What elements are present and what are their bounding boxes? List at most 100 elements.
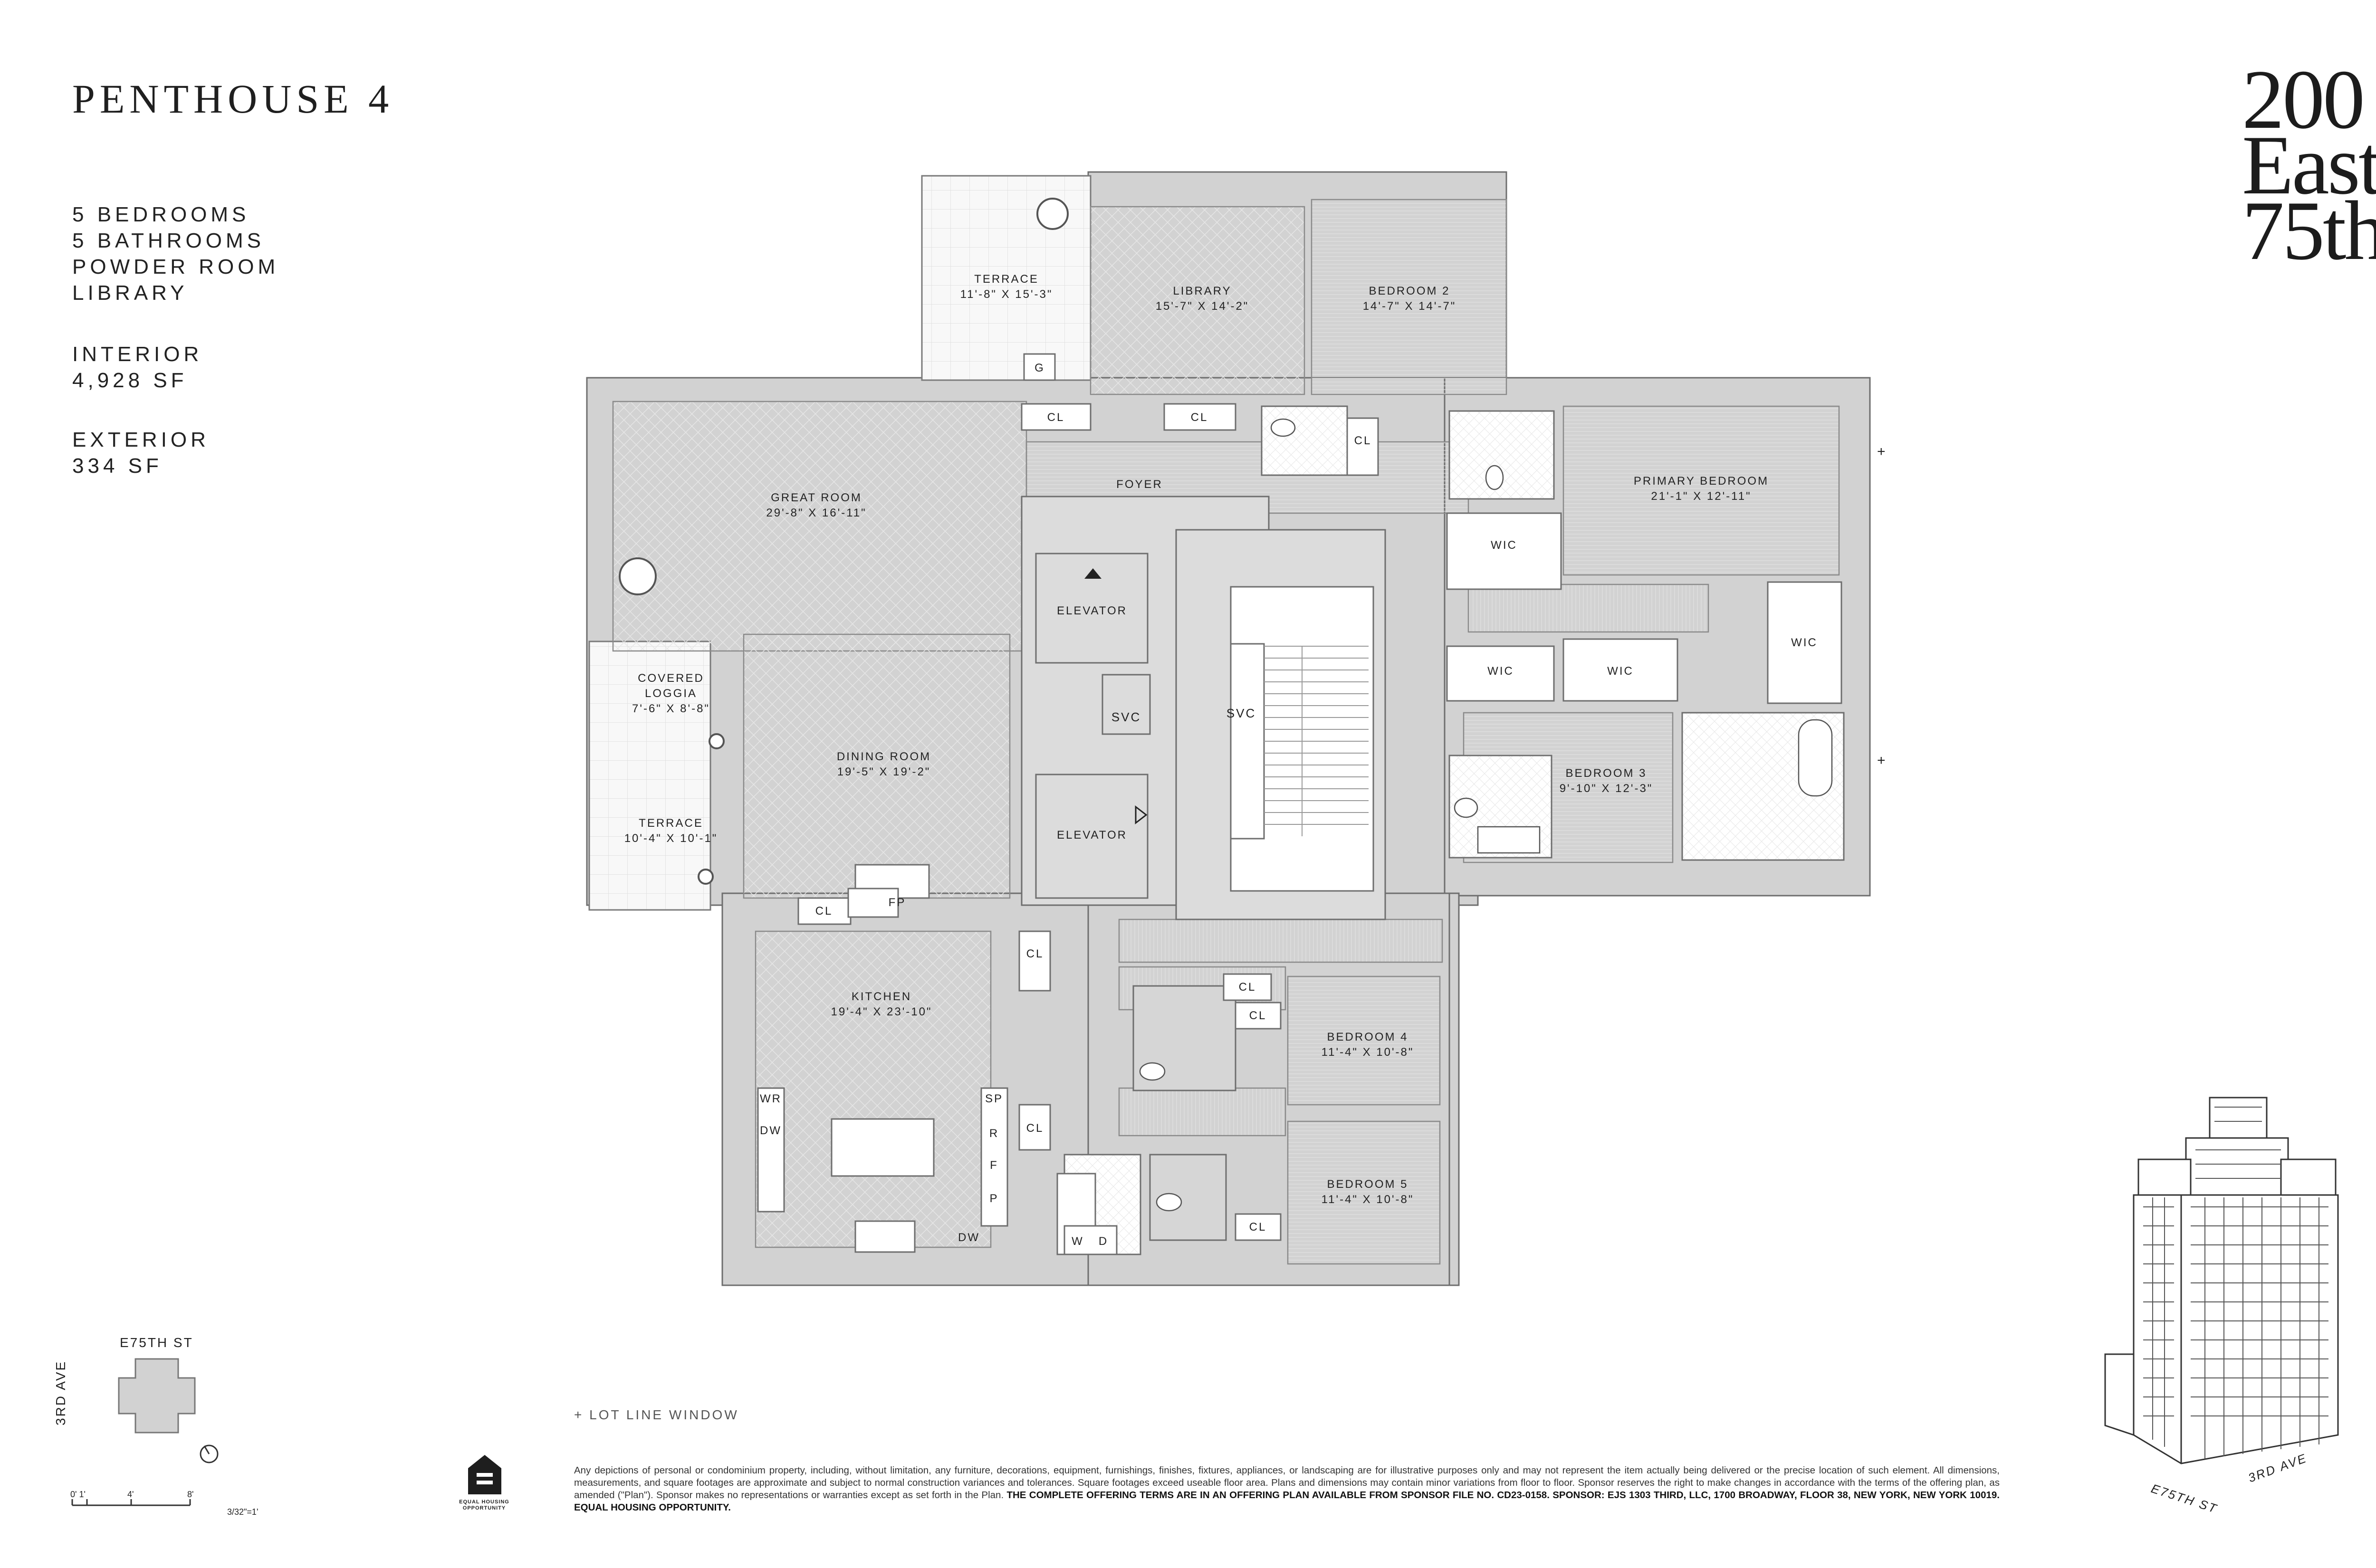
- dishwasher-2-label: DW: [958, 1231, 980, 1244]
- washer-dryer-box: [1063, 1225, 1118, 1255]
- feature-list: 5 BEDROOMS 5 BATHROOMS POWDER ROOM LIBRA…: [72, 201, 279, 306]
- covered-loggia-name-2: LOGGIA: [645, 687, 697, 700]
- terrace-left-dims: 10'-4" X 10'-1": [624, 832, 718, 845]
- refrigerator-label: R: [989, 1127, 999, 1140]
- building-core: [1021, 496, 1386, 920]
- covered-loggia-name-1: COVERED: [638, 672, 704, 685]
- page-title: PENTHOUSE 4: [72, 76, 394, 122]
- rendering-street-left: E75TH ST: [2149, 1481, 2220, 1516]
- lot-line-legend: + LOT LINE WINDOW: [574, 1407, 739, 1422]
- closet-1-label: CL: [1047, 411, 1065, 424]
- closet-8-label: CL: [1249, 1009, 1267, 1022]
- freezer-label: F: [990, 1159, 998, 1172]
- bathrooms: [1063, 405, 1845, 1255]
- closet-2-label: CL: [1191, 411, 1208, 424]
- scale-ratio: 3/32"=1': [227, 1507, 259, 1517]
- logo-line-2: East: [2242, 118, 2376, 212]
- scale-tick-0: 0' 1': [70, 1490, 86, 1499]
- interior-value: 4,928 SF: [72, 369, 188, 392]
- scale-tick-4: 4': [127, 1490, 134, 1499]
- bedroom-2-name: BEDROOM 2: [1369, 285, 1450, 297]
- kitchen-name: KITCHEN: [852, 990, 911, 1003]
- lot-line-marker-2: +: [1877, 753, 1887, 768]
- library-name: LIBRARY: [1173, 285, 1231, 297]
- elevator-1-label: ELEVATOR: [1057, 604, 1127, 617]
- bedroom-4-dims: 11'-4" X 10'-8": [1322, 1046, 1414, 1059]
- disclaimer: Any depictions of personal or condominiu…: [574, 1464, 2000, 1514]
- closet-3-label: CL: [1354, 434, 1372, 447]
- wine-refrigerator-label: WR: [760, 1092, 782, 1105]
- logo-line-1: 200: [2242, 52, 2365, 146]
- fireplace-label: FP: [889, 896, 906, 909]
- library-dims: 15'-7" X 14'-2": [1156, 300, 1249, 313]
- primary-bedroom-dims: 21'-1" X 12'-11": [1651, 490, 1751, 503]
- bedroom-3-dims: 9'-10" X 12'-3": [1560, 782, 1653, 795]
- rendering-street-right: 3RD AVE: [2246, 1451, 2309, 1485]
- fixture-labels: ELEVATOR ELEVATOR SVC SVC WIC WIC WIC WI…: [760, 362, 1818, 1248]
- bath-fixtures: [1139, 418, 1833, 1212]
- compass-icon: [200, 1444, 219, 1463]
- equal-housing-caption-2: OPPORTUNITY: [462, 1505, 506, 1511]
- exterior-area: EXTERIOR 334 SF: [72, 427, 210, 479]
- room-labels: TERRACE 11'-8" X 15'-3" LIBRARY 15'-7" X…: [624, 273, 1769, 1206]
- wic-1-label: WIC: [1491, 539, 1517, 552]
- offering-terms: THE COMPLETE OFFERING TERMS ARE IN AN OF…: [574, 1490, 2000, 1513]
- svc-1-label: SVC: [1111, 710, 1141, 724]
- interior-area: INTERIOR 4,928 SF: [72, 341, 202, 393]
- great-room-dims: 29'-8" X 16'-11": [766, 507, 866, 519]
- bedroom-2-dims: 14'-7" X 14'-7": [1363, 300, 1456, 313]
- terrace-left-floor: [588, 641, 711, 911]
- covered-loggia-dims: 7'-6" X 8'-8": [632, 702, 710, 715]
- sink-prep-label: SP: [985, 1092, 1003, 1105]
- feature-bathrooms: 5 BATHROOMS: [72, 229, 265, 252]
- dryer-label: D: [1099, 1235, 1108, 1248]
- scale-tick-8: 8': [187, 1490, 194, 1499]
- bedroom-5-dims: 11'-4" X 10'-8": [1322, 1193, 1414, 1206]
- terrace-left-name: TERRACE: [639, 817, 703, 830]
- elevator-up-arrow-icon: [1084, 568, 1102, 579]
- kitchen-dims: 19'-4" X 23'-10": [831, 1005, 932, 1018]
- equal-housing-logo: EQUAL HOUSING OPPORTUNITY: [456, 1463, 512, 1511]
- feature-library: LIBRARY: [72, 281, 188, 305]
- building-rendering: [2104, 1097, 2339, 1464]
- stair-treads: [1264, 646, 1369, 836]
- dining-room-dims: 19'-5" X 19'-2": [837, 765, 931, 778]
- foyer-name: FOYER: [1116, 478, 1163, 491]
- exterior-value: 334 SF: [72, 454, 163, 478]
- closet-9-label: CL: [1249, 1221, 1267, 1233]
- elevator-door-arrow-icon: [1135, 805, 1148, 825]
- wic-4-label: WIC: [1791, 636, 1818, 649]
- equal-housing-icon: [468, 1455, 501, 1494]
- feature-powder-room: POWDER ROOM: [72, 255, 279, 278]
- closet-4-label: CL: [815, 905, 833, 918]
- elevator-2-label: ELEVATOR: [1057, 829, 1127, 841]
- bedroom-4-name: BEDROOM 4: [1327, 1031, 1408, 1043]
- closet-7-label: CL: [1239, 981, 1256, 994]
- building-facade-windows: [2143, 1107, 2328, 1459]
- great-room-name: GREAT ROOM: [771, 491, 862, 504]
- keyplan-street-top: E75TH ST: [120, 1335, 193, 1350]
- disclaimer-text: Any depictions of personal or condominiu…: [574, 1465, 2000, 1501]
- exterior-label: EXTERIOR: [72, 428, 210, 451]
- dishwasher-1-label: DW: [760, 1124, 782, 1137]
- keyplan-street-left: 3RD AVE: [53, 1360, 68, 1425]
- closet-6-label: CL: [1026, 1122, 1044, 1135]
- walk-in-closets: [1446, 512, 1842, 704]
- building-logo: 200 East 75th: [2242, 52, 2376, 277]
- terrace-top-name: TERRACE: [974, 273, 1039, 286]
- closet-5-label: CL: [1026, 947, 1044, 960]
- pantry-label: P: [989, 1192, 998, 1205]
- wic-3-label: WIC: [1607, 665, 1634, 678]
- equal-housing-caption-1: EQUAL HOUSING: [459, 1499, 509, 1505]
- bedroom-3-name: BEDROOM 3: [1565, 767, 1647, 780]
- key-plan: [71, 1358, 219, 1506]
- primary-bedroom-name: PRIMARY BEDROOM: [1634, 475, 1769, 488]
- svc-2-label: SVC: [1226, 706, 1256, 720]
- lot-line-marker-1: +: [1877, 444, 1887, 459]
- wic-2-label: WIC: [1487, 665, 1514, 678]
- logo-line-3: 75th: [2242, 183, 2376, 277]
- bedroom-5-name: BEDROOM 5: [1327, 1178, 1408, 1191]
- closets: [797, 403, 1379, 1241]
- planters: [619, 198, 1069, 885]
- feature-bedrooms: 5 BEDROOMS: [72, 203, 250, 226]
